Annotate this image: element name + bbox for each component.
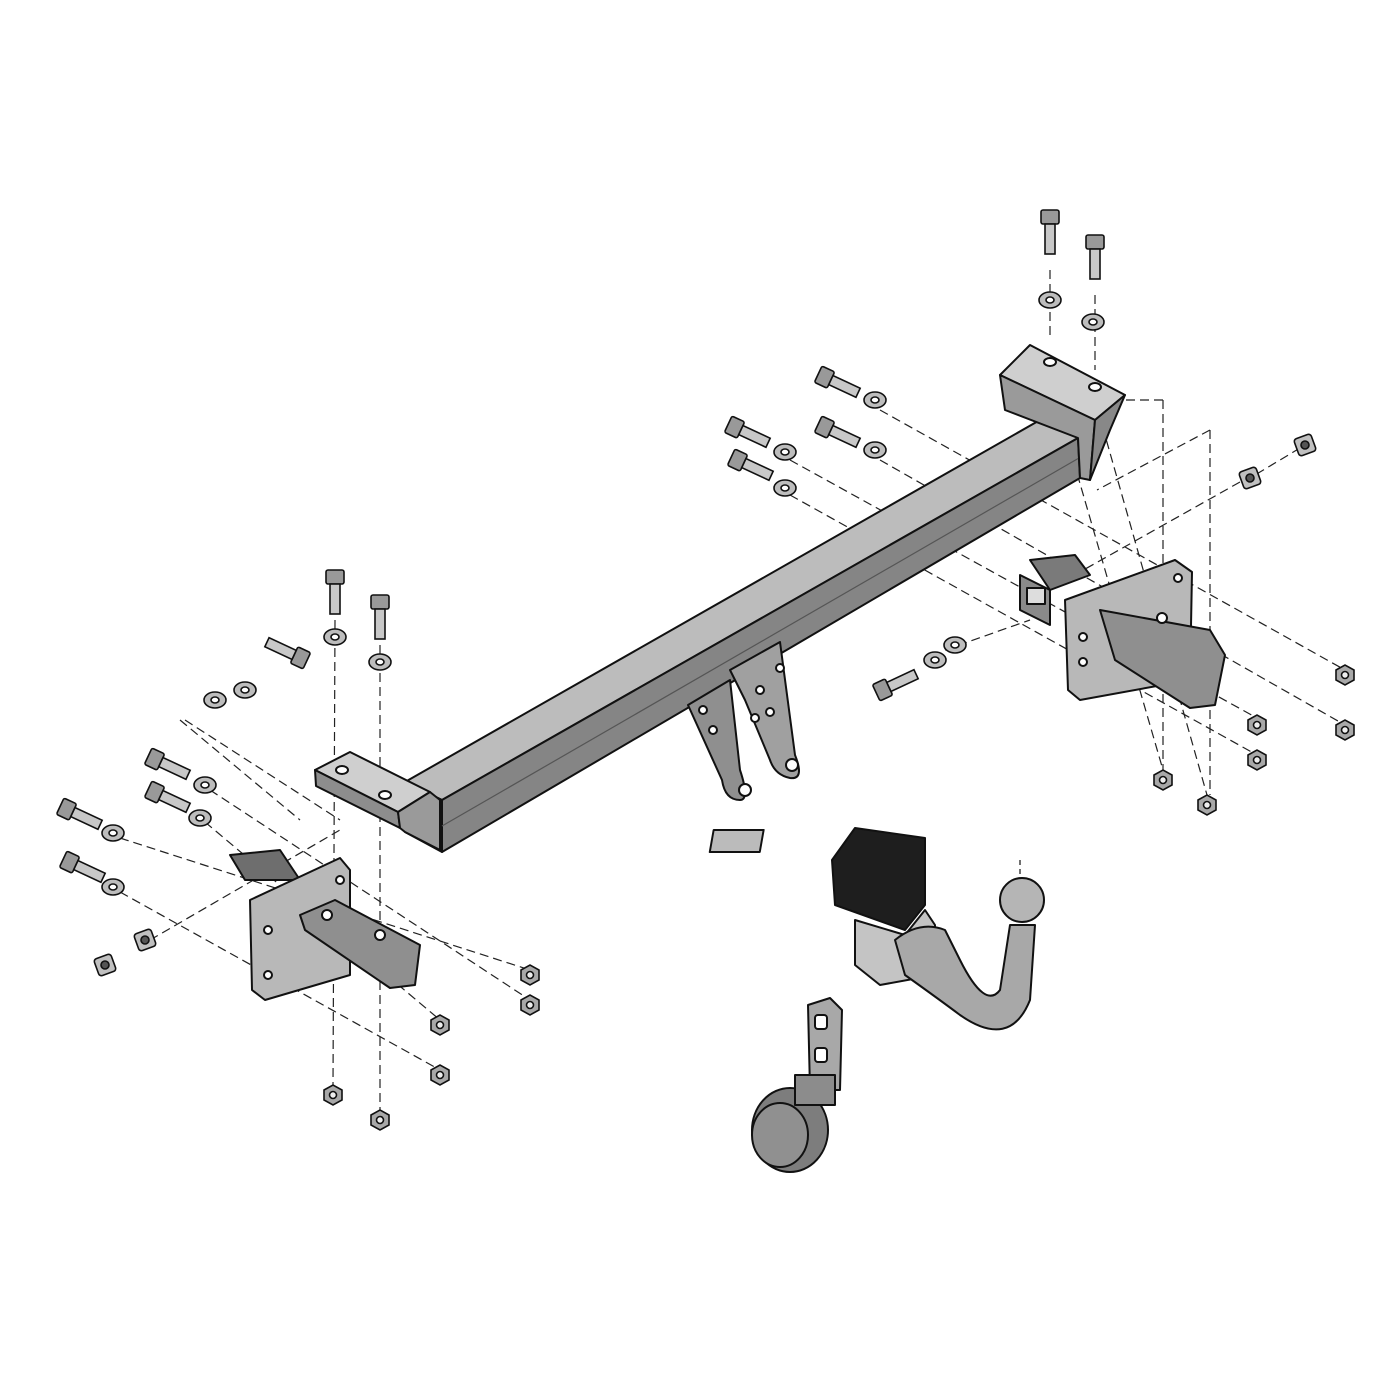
left-mounting-bracket [314,751,441,851]
bolt-icon [1040,209,1060,255]
washer-icon [943,636,967,654]
bolt-icon [724,415,772,449]
washer-icon [203,691,227,709]
washer-icon [863,391,887,409]
bolts [56,209,1105,884]
bolt-icon [370,594,390,640]
nuts [323,664,1355,1131]
cage-nut-icon [93,953,117,977]
nut-icon [520,994,540,1016]
left-side-member [229,849,421,1001]
washer-icon [773,443,797,461]
bolt-icon [144,747,192,781]
bolt-icon [56,797,104,831]
washer-icon [323,628,347,646]
bolt-icon [1085,234,1105,280]
nut-icon [1335,719,1355,741]
cage-nut-clips [93,433,1317,977]
washer-icon [1081,313,1105,331]
nut-icon [1153,769,1173,791]
washer-icon [188,809,212,827]
cage-nut-icon [1293,433,1317,457]
bolt-icon [325,569,345,615]
cage-nut-icon [133,928,157,952]
washer-icon [773,479,797,497]
bolt-icon [59,850,107,884]
tow-ball-neck [894,924,1036,1031]
washer-icon [368,653,392,671]
bolt-icon [814,365,862,399]
bolt-icon [144,780,192,814]
washer-icon [233,681,257,699]
nut-icon [370,1109,390,1131]
washer-icon [101,824,125,842]
nut-icon [430,1014,450,1036]
right-side-member [1019,554,1226,709]
washer-icon [923,651,947,669]
nut-icon [1335,664,1355,686]
center-hitch-plates [687,641,800,801]
cage-nut-icon [1238,466,1262,490]
right-mounting-bracket [999,344,1126,481]
crossbar-front-face [441,437,1081,853]
nut-icon [1247,749,1267,771]
nut-icon [430,1064,450,1086]
bolt-icon [872,668,920,702]
nut-icon [323,1084,343,1106]
nut-icon [1197,794,1217,816]
detachable-tow-ball-assembly [708,827,1045,1031]
tow-ball-receiver-block [831,827,926,931]
electrical-socket-with-bracket [751,997,843,1173]
washer-icon [863,441,887,459]
tow-ball [999,877,1045,923]
crossbar-top-face [404,419,1079,801]
bolt-icon [263,636,311,670]
bolt-icon [727,448,775,482]
nut-icon [520,964,540,986]
bolt-icon [814,415,862,449]
washer-icon [1038,291,1062,309]
washer-icon [193,776,217,794]
washers [101,291,1105,896]
washer-icon [101,878,125,896]
nut-icon [1247,714,1267,736]
